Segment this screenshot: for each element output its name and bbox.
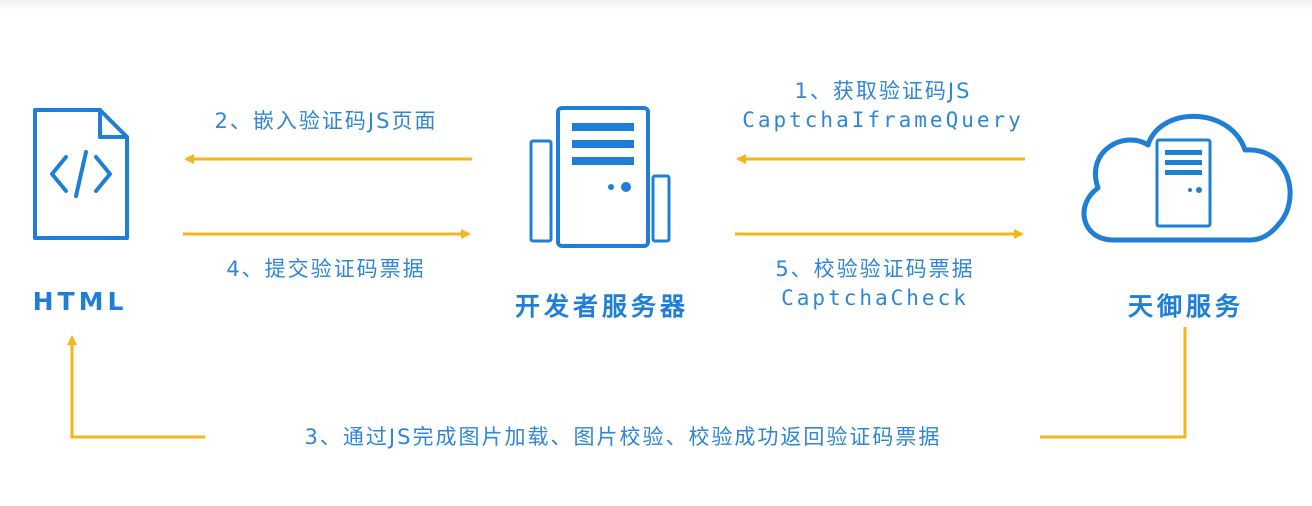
arrow-step3-end: [67, 335, 205, 439]
node-tianyu-label: 天御服务: [1127, 292, 1245, 321]
cloud-server-icon: [1081, 113, 1293, 243]
step1-api-label: CaptchaIframeQuery: [742, 108, 1024, 132]
step4-label: 4、提交验证码票据: [226, 257, 426, 281]
step5-api-label: CaptchaCheck: [781, 286, 969, 310]
server-icon: [529, 106, 671, 248]
step3-label: 3、通过JS完成图片加载、图片校验、校验成功返回验证码票据: [304, 425, 942, 449]
top-shadow-bar: [0, 0, 1312, 10]
html-document-icon: [33, 108, 129, 240]
step2-label: 2、嵌入验证码JS页面: [214, 109, 438, 133]
node-html-label: HTML: [32, 287, 128, 316]
arrow-step3: [1040, 327, 1187, 439]
step5-label: 5、校验验证码票据: [775, 257, 975, 281]
step1-label: 1、获取验证码JS: [794, 79, 972, 103]
node-dev-server-label: 开发者服务器: [514, 292, 690, 321]
